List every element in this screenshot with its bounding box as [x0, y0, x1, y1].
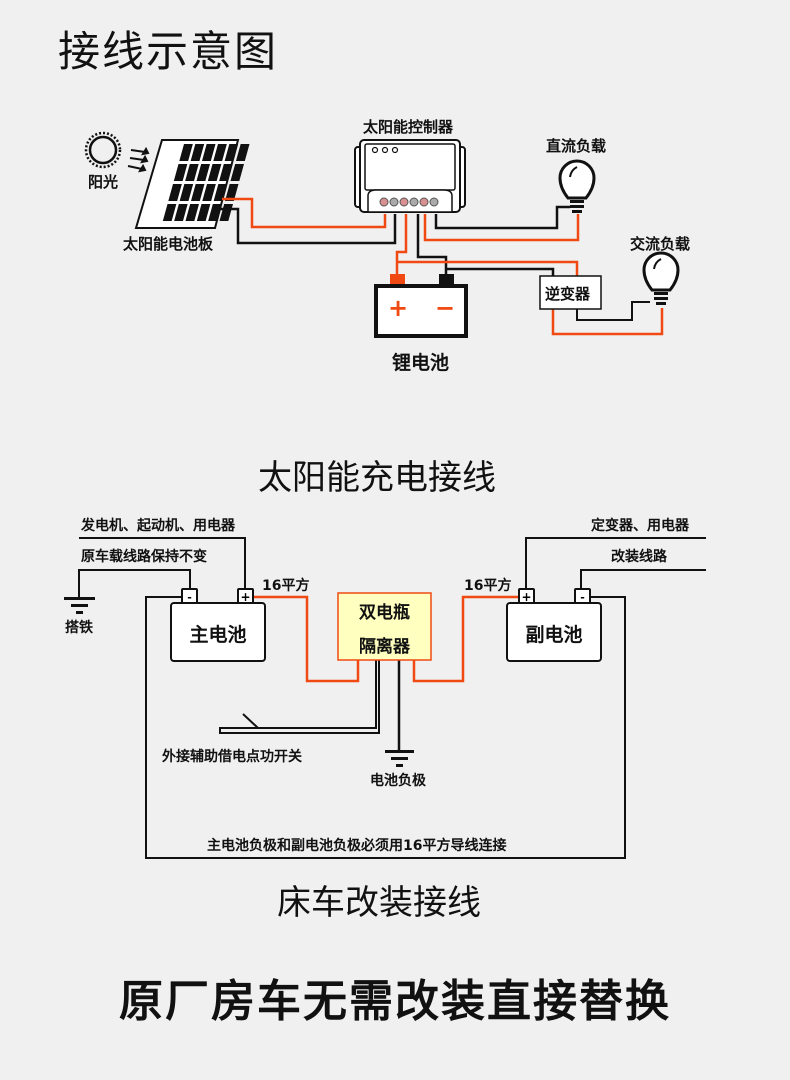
- sunlight-arrows-icon: [127, 146, 150, 173]
- solar-cell: [235, 144, 250, 161]
- negative-connection-note: 主电池负极和副电池负极必须用16平方导线连接: [207, 838, 507, 854]
- wire-ac-load-negative: [576, 301, 650, 321]
- main-battery-label: 主电池: [189, 624, 247, 646]
- aux-battery-minus-terminal: -: [580, 591, 585, 604]
- solar-cell: [179, 184, 194, 201]
- right-second-label: 改装线路: [611, 549, 667, 565]
- wire-negative-bus: [145, 596, 626, 859]
- aux-battery-icon: [506, 588, 602, 662]
- solar-cell: [173, 164, 188, 181]
- battery-label: 锂电池: [392, 352, 450, 374]
- solar-cell: [230, 164, 244, 181]
- solar-cell: [196, 204, 211, 221]
- isolator-label-line2: 隔离器: [359, 637, 410, 657]
- wire-right-modified-circuit: [580, 569, 706, 590]
- battery-negative-ground-icon: [385, 750, 414, 767]
- main-battery-plus-terminal: +: [240, 590, 250, 604]
- solar-section-caption: 太阳能充电接线: [258, 458, 496, 498]
- wire-gauge-left-label: 16平方: [262, 578, 310, 594]
- solar-cell: [168, 184, 182, 201]
- solar-cell: [208, 204, 222, 221]
- wire-left-ground: [78, 569, 191, 598]
- ac-load-label: 交流负载: [630, 235, 691, 253]
- aux-battery-label: 副电池: [525, 624, 583, 646]
- solar-cell: [207, 164, 222, 181]
- solar-cell: [190, 144, 205, 161]
- wire-right-new-circuit: [525, 537, 706, 590]
- wire-battery-negative: [416, 214, 448, 275]
- solar-cell: [190, 184, 205, 201]
- left-second-label: 原车载线路保持不变: [81, 549, 207, 565]
- solar-cell: [224, 184, 239, 201]
- solar-cell: [201, 144, 216, 161]
- main-battery-minus-terminal: -: [187, 591, 192, 604]
- wire-gauge-right-label: 16平方: [464, 578, 512, 594]
- sun-label: 阳光: [88, 173, 119, 191]
- bottom-banner: 原厂房车无需改装直接替换: [119, 976, 671, 1027]
- wire-inverter-negative: [446, 267, 555, 278]
- inverter-box: [539, 275, 602, 310]
- ground-label: 搭铁: [65, 620, 93, 636]
- assist-switch-label: 外接辅助借电点功开关: [162, 749, 302, 765]
- solar-panel-label: 太阳能电池板: [123, 235, 214, 253]
- switch-lever-icon: [242, 713, 259, 729]
- wire-left-original-circuit: [79, 537, 246, 590]
- ground-symbol-icon: [64, 597, 95, 614]
- solar-cell: [162, 204, 177, 221]
- rv-section-caption: 床车改装接线: [277, 883, 481, 923]
- solar-controller-icon: [354, 139, 466, 213]
- solar-cell: [213, 144, 227, 161]
- wire-dc-load-negative: [434, 205, 570, 230]
- wire-battery-positive: [395, 214, 408, 275]
- wire-aux-positive-16mm: [412, 595, 519, 683]
- aux-battery-plus-terminal: +: [521, 590, 531, 604]
- solar-cell: [185, 204, 199, 221]
- dc-load-bulb-icon: [558, 159, 596, 213]
- page-title: 接线示意图: [58, 27, 279, 76]
- controller-label: 太阳能控制器: [363, 118, 454, 136]
- left-top-label: 发电机、起动机、用电器: [81, 518, 235, 534]
- solar-cell: [179, 144, 193, 161]
- solar-panel-icon: [134, 139, 250, 229]
- solar-cell: [202, 184, 216, 201]
- main-battery-icon: [170, 588, 266, 662]
- inverter-label: 逆变器: [545, 285, 591, 303]
- dual-battery-isolator-box: [337, 592, 432, 661]
- battery-minus-sign: −: [435, 294, 455, 322]
- solar-cell: [224, 144, 239, 161]
- battery-plus-sign: +: [388, 294, 408, 322]
- wire-assist-switch: [219, 660, 380, 734]
- battery-negative-label: 电池负极: [370, 773, 426, 789]
- ac-load-bulb-icon: [642, 251, 680, 305]
- sun-icon: [84, 131, 122, 169]
- solar-cell: [185, 164, 199, 181]
- wire-ac-load-positive: [551, 308, 664, 336]
- isolator-label-line1: 双电瓶: [359, 603, 410, 623]
- wire-panel-positive: [222, 197, 387, 229]
- wire-inverter-positive: [397, 260, 579, 278]
- wire-dc-load-positive: [423, 214, 580, 242]
- wire-panel-negative: [219, 207, 397, 245]
- solar-cell: [213, 184, 228, 201]
- wire-main-positive-16mm: [253, 595, 360, 683]
- solar-cell: [219, 164, 233, 181]
- solar-cell: [196, 164, 210, 181]
- solar-cell: [174, 204, 188, 221]
- dc-load-label: 直流负载: [546, 137, 607, 155]
- right-top-label: 定变器、用电器: [591, 518, 689, 534]
- lithium-battery-icon: [374, 274, 468, 338]
